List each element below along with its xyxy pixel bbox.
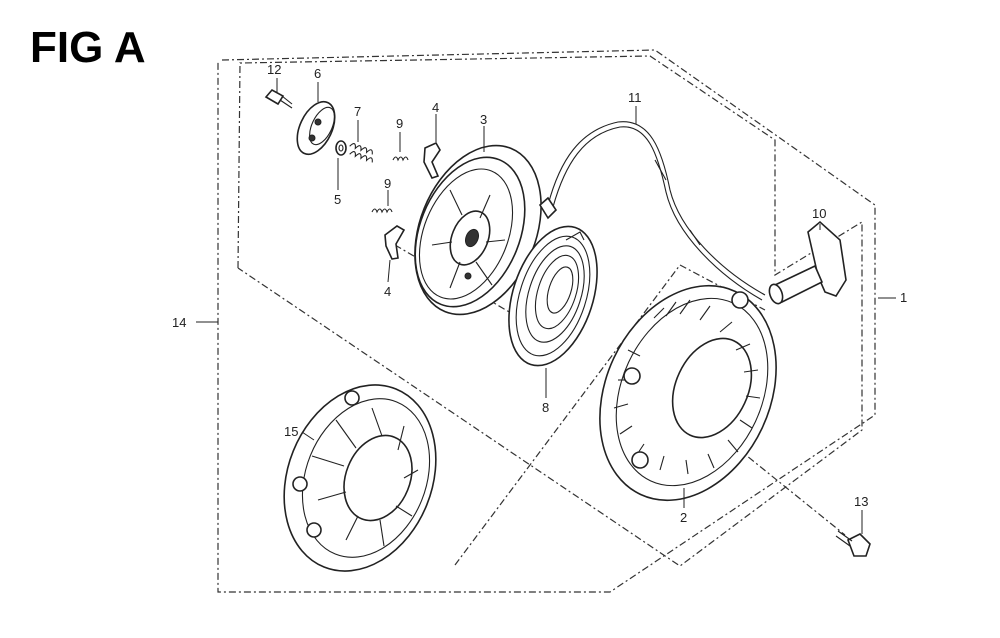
callout-9-lower: 9 (384, 176, 391, 191)
callout-13: 13 (854, 494, 868, 509)
callout-11: 11 (628, 90, 642, 105)
part-8-recoil-spring (508, 225, 598, 367)
part-3-reel (414, 144, 542, 316)
callout-8: 8 (542, 400, 549, 415)
part-2-starter-housing (599, 284, 777, 502)
part-5-washer (335, 140, 347, 156)
part-9-spring-lower (371, 208, 393, 214)
part-10-starter-grip (768, 220, 847, 305)
callout-2: 2 (680, 510, 687, 525)
part-12-bolt (264, 88, 293, 109)
callout-9-upper: 9 (396, 116, 403, 131)
callout-12: 12 (267, 62, 281, 77)
callout-10: 10 (812, 206, 826, 221)
callout-15: 15 (284, 424, 298, 439)
callout-14: 14 (172, 315, 186, 330)
part-6-friction-plate (296, 100, 336, 156)
leader-lines (196, 78, 896, 534)
callout-4-upper: 4 (432, 100, 439, 115)
figure-title: FIG A (30, 23, 146, 72)
callout-5: 5 (334, 192, 341, 207)
assembly-boundary-1 (237, 55, 863, 567)
part-4-ratchet-lower (384, 225, 406, 260)
assembly-boundary-14 (217, 49, 876, 593)
callout-1: 1 (900, 290, 907, 305)
part-11-starter-rope (538, 121, 766, 301)
part-4-ratchet-upper (423, 141, 441, 179)
part-9-spring-upper (392, 156, 409, 162)
callout-4-lower: 4 (384, 284, 391, 299)
callout-7: 7 (354, 104, 361, 119)
callout-6: 6 (314, 66, 321, 81)
callout-3: 3 (480, 112, 487, 127)
part-13-flange-bolt (835, 530, 871, 557)
part-7-spring (349, 143, 373, 163)
part-15-starter-pulley (283, 384, 437, 572)
